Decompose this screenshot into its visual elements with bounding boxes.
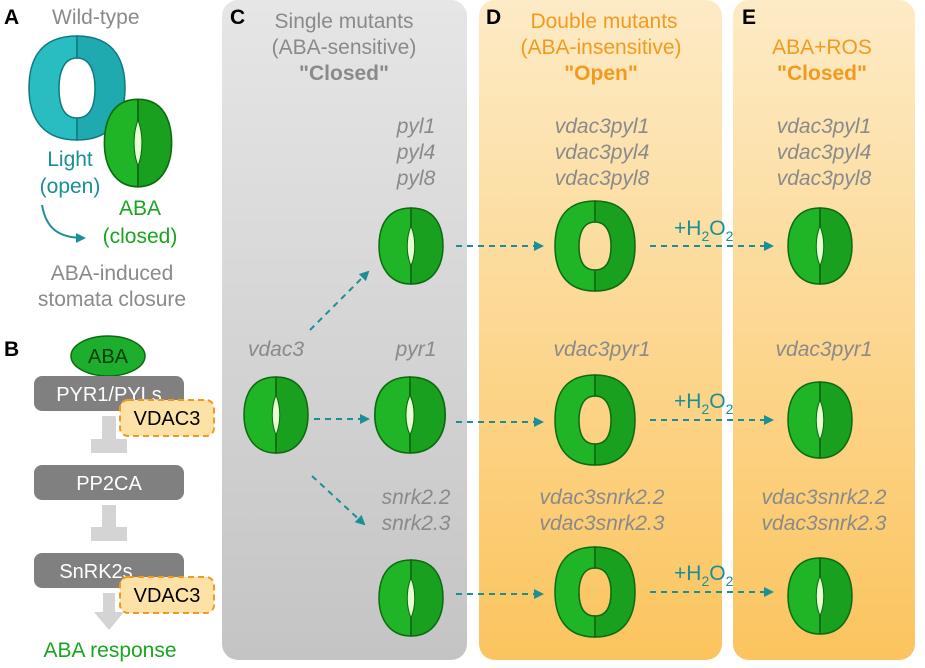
- panel-c-title-2: (ABA-sensitive): [272, 36, 417, 59]
- inhibit-bar-1: [91, 416, 127, 453]
- aba-label-1: ABA: [119, 197, 161, 220]
- inhibit-bar-2: [91, 505, 127, 541]
- panel-a-title: Wild-type: [52, 6, 140, 29]
- panel-e-letter: E: [742, 6, 756, 29]
- snrk22-label: snrk2.2: [382, 486, 451, 509]
- e-snrk23-label: vdac3snrk2.3: [762, 512, 887, 535]
- panel-c-background: [222, 0, 467, 660]
- panel-b-letter: B: [4, 338, 19, 361]
- e-pyr1-stoma: [787, 381, 853, 459]
- caption-1: ABA-induced: [51, 262, 174, 285]
- d-pyl1-label: vdac3pyl1: [555, 115, 650, 138]
- pyl4-label: pyl4: [396, 141, 436, 164]
- light-label-2: (open): [40, 175, 101, 198]
- e-pyl4-label: vdac3pyl4: [777, 141, 872, 164]
- vdac3-top-box: [119, 399, 215, 437]
- e-snrk22-label: vdac3snrk2.2: [762, 486, 887, 509]
- pyl1-label: pyl1: [396, 115, 436, 138]
- d-snrk22-label: vdac3snrk2.2: [540, 486, 665, 509]
- pyl8-label: pyl8: [396, 167, 436, 190]
- pp2ca-box: [34, 465, 184, 500]
- svg-text:+H2O2: +H2O2: [674, 390, 734, 417]
- snrk-box-label: SnRK2s: [59, 561, 132, 583]
- aba-ellipse-label: ABA: [88, 346, 129, 368]
- svg-text:+H2O2: +H2O2: [674, 562, 734, 589]
- panel-e-background: [733, 0, 915, 660]
- d-pyl4-label: vdac3pyl4: [555, 141, 650, 164]
- d-pyl8-label: vdac3pyl8: [555, 167, 650, 190]
- caption-2: stomata closure: [38, 288, 186, 311]
- e-pyr1-label: vdac3pyr1: [776, 338, 873, 361]
- pp2ca-box-label: PP2CA: [76, 473, 142, 495]
- pyr1-stoma: [373, 376, 447, 454]
- aba-response-label: ABA response: [43, 639, 176, 662]
- d-pyr1-label: vdac3pyr1: [554, 338, 651, 361]
- e-pyl-stoma: [787, 207, 853, 285]
- panel-d-background: [479, 0, 722, 660]
- vdac3-top-label: VDAC3: [134, 408, 201, 430]
- pyl-stoma: [378, 207, 444, 285]
- pyr1-label: pyr1: [395, 338, 437, 361]
- aba-label-2: (closed): [103, 225, 178, 248]
- branch-arrow-pyl: [309, 270, 370, 331]
- h2o2-label-3: +H2O2: [674, 562, 734, 589]
- d-snrk23-label: vdac3snrk2.3: [540, 512, 665, 535]
- snrk23-label: snrk2.3: [382, 512, 451, 535]
- branch-arrow-snrk: [311, 475, 366, 526]
- h2o2-label-1: +H2O2: [674, 217, 734, 244]
- panel-c-state: "Closed": [299, 62, 389, 85]
- e-pyl1-label: vdac3pyl1: [777, 115, 872, 138]
- panel-d-title-1: Double mutants: [530, 10, 677, 33]
- light-label-1: Light: [47, 148, 93, 171]
- response-arrow: [94, 593, 124, 630]
- e-snrk-stoma: [787, 557, 853, 635]
- closed-stoma-wildtype: [103, 98, 173, 188]
- panel-d-state: "Open": [564, 62, 638, 85]
- panel-d-letter: D: [486, 6, 501, 29]
- vdac3-bottom-box: [119, 576, 215, 614]
- panel-e-state: "Closed": [777, 62, 867, 85]
- vdac3-label: vdac3: [248, 338, 304, 361]
- panel-e-title: ABA+ROS: [772, 36, 872, 59]
- snrk-stoma: [378, 559, 444, 637]
- panel-c-letter: C: [230, 6, 245, 29]
- light-to-aba-arrow: [41, 204, 86, 243]
- h2o2-label-2: +H2O2: [674, 390, 734, 417]
- panel-d-title-2: (ABA-insensitive): [520, 36, 681, 59]
- panel-a-letter: A: [4, 6, 19, 29]
- vdac3-bottom-label: VDAC3: [134, 585, 201, 607]
- svg-text:+H2O2: +H2O2: [674, 217, 734, 244]
- vdac3-stoma: [243, 376, 309, 454]
- e-pyl8-label: vdac3pyl8: [777, 167, 872, 190]
- panel-c-title-1: Single mutants: [275, 10, 414, 33]
